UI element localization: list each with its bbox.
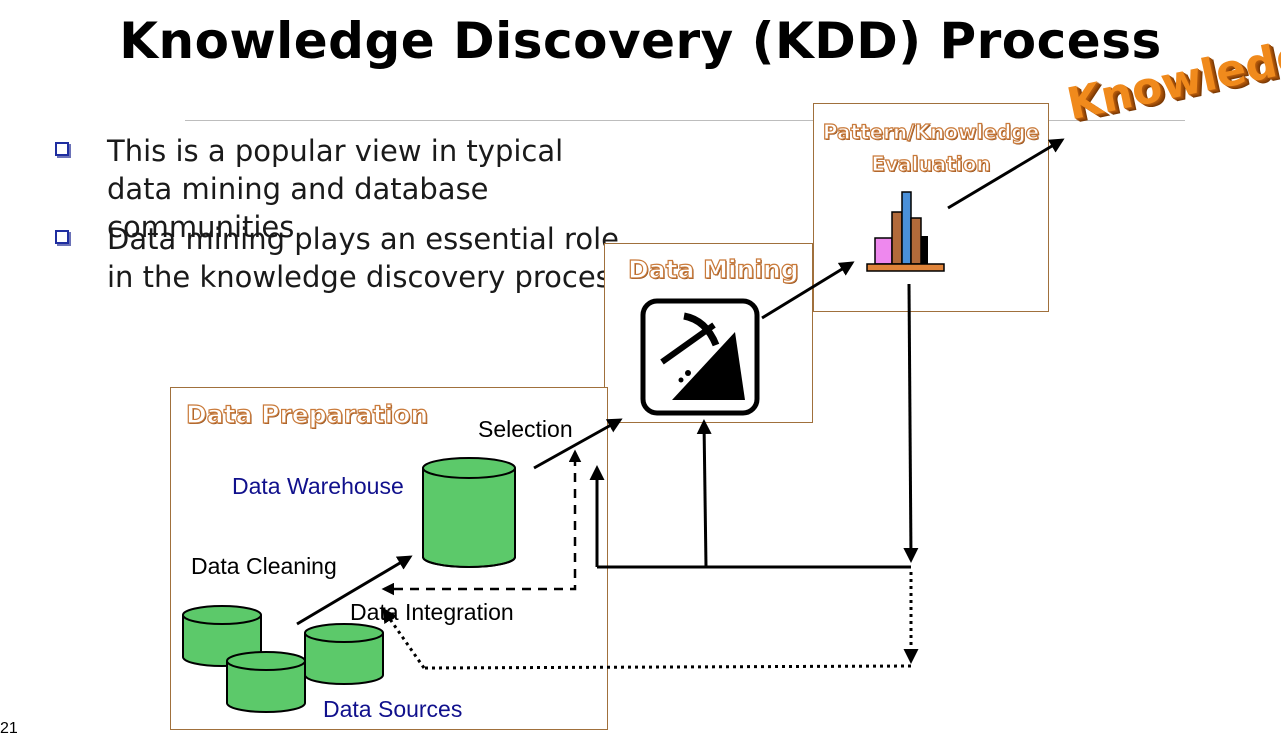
title-divider: [185, 120, 1185, 121]
data-integration-label: Data Integration: [350, 599, 514, 625]
bullet-text: Data mining plays an essential role in t…: [107, 222, 626, 294]
checkbox-bullet-icon: [55, 230, 69, 244]
evaluation-panel: [813, 103, 1049, 312]
data-cleaning-label: Data Cleaning: [191, 553, 337, 579]
flow-arrows: [296, 138, 1065, 626]
database-icon: [304, 623, 384, 685]
data-warehouse-label: Data Warehouse: [232, 473, 404, 499]
selection-label: Selection: [478, 416, 573, 442]
dotted-loop-arrow: [382, 572, 919, 670]
database-icon: [226, 651, 306, 713]
preparation-panel-title: Data Preparation: [185, 399, 429, 429]
database-icon: [422, 457, 516, 568]
evaluation-panel-title: Pattern/Knowledge Evaluation: [822, 119, 1040, 176]
checkbox-bullet-icon: [55, 142, 69, 156]
page-number: 21: [0, 720, 18, 737]
mining-panel-title: Data Mining: [627, 254, 799, 284]
bar-chart-icon: [866, 191, 945, 272]
data-sources-label: Data Sources: [323, 696, 463, 722]
page-title: Knowledge Discovery (KDD) Process: [119, 12, 1162, 70]
bullet-text: This is a popular view in typical data m…: [107, 134, 564, 244]
dashed-feedback-arrow: [381, 449, 582, 596]
pickaxe-icon: [640, 298, 760, 416]
